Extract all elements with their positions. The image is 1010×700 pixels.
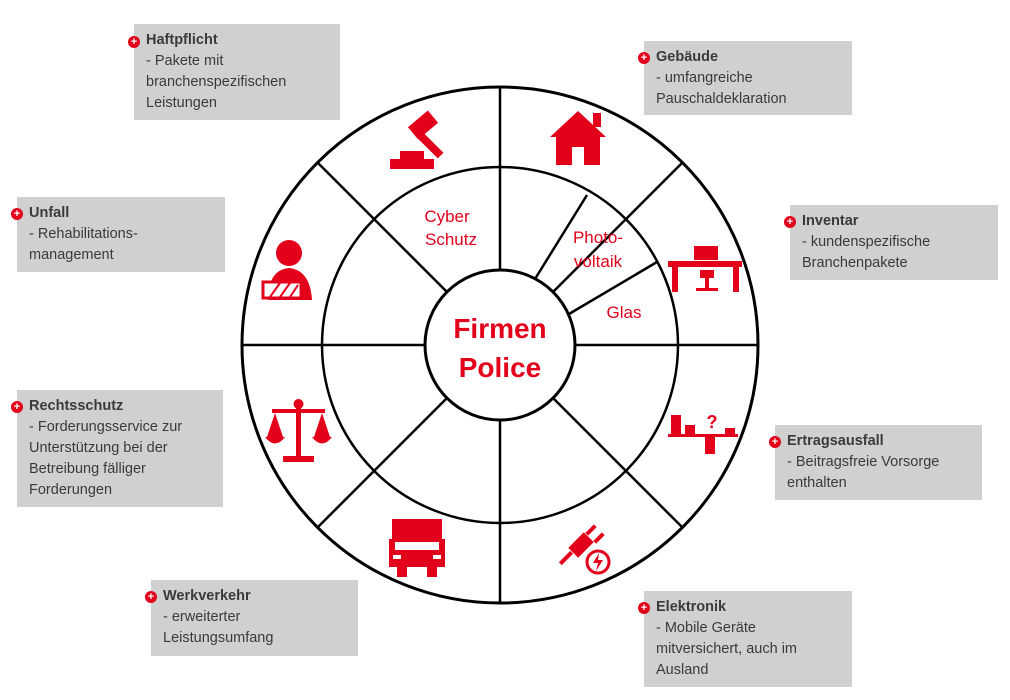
card-title: Gebäude xyxy=(656,49,719,65)
card-desc-line: Unterstützung bei der xyxy=(29,440,168,456)
card-desc-line: - umfangreiche xyxy=(656,70,753,86)
card-desc-line: Betreibung fälliger xyxy=(29,461,146,477)
card-rechtsschutz: Rechtsschutz - Forderungsservice zur Unt… xyxy=(17,390,223,507)
card-title: Ertragsausfall xyxy=(787,433,884,449)
glas-label: Glas xyxy=(607,303,642,322)
plus-bullet-icon: + xyxy=(128,36,140,48)
card-desc-line: - erweiterter xyxy=(163,609,241,625)
card-desc-line: Leistungsumfang xyxy=(163,630,274,646)
office-desk-icon xyxy=(668,246,742,292)
plus-bullet-icon: + xyxy=(11,401,23,413)
card-desc-line: Pauschaldeklaration xyxy=(656,91,787,107)
card-title: Elektronik xyxy=(656,599,727,615)
gavel-icon xyxy=(390,110,444,169)
plus-bullet-icon: + xyxy=(638,602,650,614)
card-desc-line: mitversichert, auch im xyxy=(656,641,798,657)
card-desc-line: Ausland xyxy=(656,662,709,678)
card-desc-line: - kundenspezifische xyxy=(802,234,931,250)
svg-text:?: ? xyxy=(707,412,718,432)
plug-icon xyxy=(558,524,611,575)
card-desc-line: Forderungen xyxy=(29,482,113,498)
photovoltaik-label-line2: voltaik xyxy=(574,252,623,271)
card-title: Unfall xyxy=(29,205,70,221)
card-elektronik: Elektronik - Mobile Geräte mitversichert… xyxy=(644,591,852,687)
sector-dividers xyxy=(242,87,758,603)
card-desc-line: branchenspezifischen xyxy=(146,74,287,90)
card-desc-line: Branchenpakete xyxy=(802,255,908,271)
card-title: Werkverkehr xyxy=(163,588,251,604)
center-circle xyxy=(423,268,577,422)
cyber-label-line2: Schutz xyxy=(425,230,477,249)
card-desc-line: - Rehabilitations- xyxy=(29,226,138,242)
plus-bullet-icon: + xyxy=(769,436,781,448)
card-desc-line: management xyxy=(29,247,114,263)
plus-bullet-icon: + xyxy=(638,52,650,64)
card-ertragsausfall: Ertragsausfall - Beitragsfreie Vorsorge … xyxy=(775,425,982,500)
house-icon xyxy=(550,111,606,165)
scales-icon xyxy=(265,399,332,462)
card-desc-line: - Beitragsfreie Vorsorge xyxy=(787,454,940,470)
card-inventar: Inventar - kundenspezifische Branchenpak… xyxy=(790,205,998,280)
card-gebaeude: Gebäude - umfangreiche Pauschaldeklarati… xyxy=(644,41,852,115)
card-desc-line: - Pakete mit xyxy=(146,53,224,69)
center-title-line1: Firmen xyxy=(453,313,546,344)
card-werkverkehr: Werkverkehr - erweiterter Leistungsumfan… xyxy=(151,580,358,656)
card-haftpflicht: Haftpflicht - Pakete mit branchenspezifi… xyxy=(134,24,340,120)
truck-icon xyxy=(389,519,445,577)
plus-bullet-icon: + xyxy=(145,591,157,603)
card-desc-line: Leistungen xyxy=(146,95,217,111)
plus-bullet-icon: + xyxy=(11,208,23,220)
card-title: Rechtsschutz xyxy=(29,398,124,414)
injured-person-icon xyxy=(261,240,312,300)
revenue-question-icon: ? xyxy=(668,412,738,454)
cyber-label-line1: Cyber xyxy=(424,207,470,226)
card-desc-line: - Mobile Geräte xyxy=(656,620,756,636)
card-unfall: Unfall - Rehabilitations- management xyxy=(17,197,225,272)
card-title: Haftpflicht xyxy=(146,32,218,48)
photovoltaik-label-line1: Photo- xyxy=(573,228,623,247)
center-title-line2: Police xyxy=(459,352,541,383)
plus-bullet-icon: + xyxy=(784,216,796,228)
card-desc-line: enthalten xyxy=(787,475,847,491)
card-title: Inventar xyxy=(802,213,859,229)
card-desc-line: - Forderungsservice zur xyxy=(29,419,183,435)
